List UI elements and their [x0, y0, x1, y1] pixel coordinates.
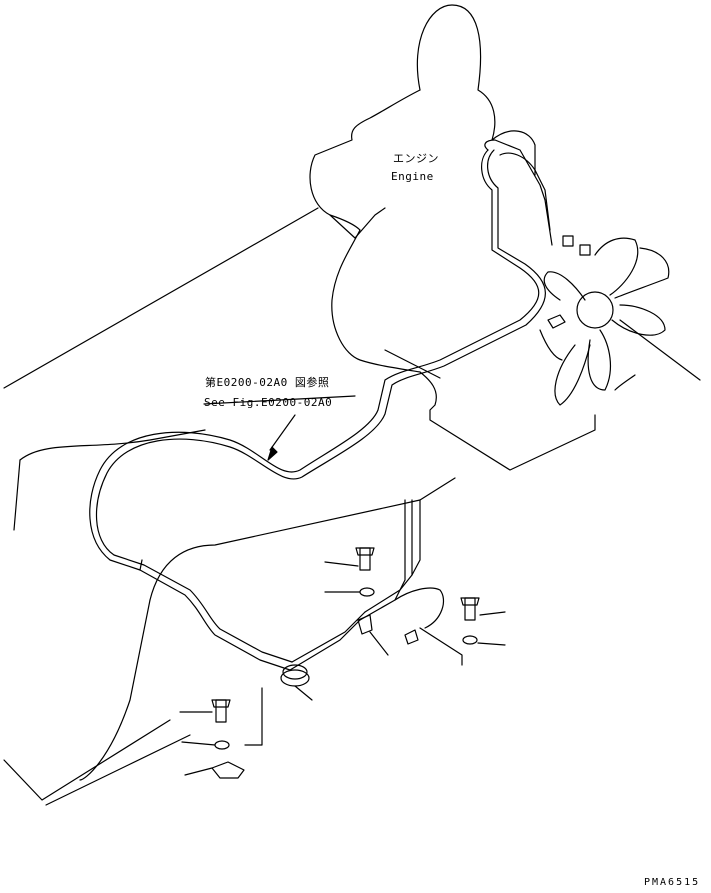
pipe	[89, 139, 566, 671]
ref-label-en: See Fig.E0200-02A0	[204, 396, 333, 409]
drawing-code: PMA6515	[644, 877, 701, 888]
clamp-brackets	[211, 587, 463, 779]
bolts-washers	[211, 547, 480, 750]
fan	[539, 237, 701, 406]
connector-blocks	[562, 235, 591, 256]
grommet	[280, 664, 313, 701]
engine-label-jp: エンジン	[393, 152, 439, 165]
ref-arrow-head	[267, 446, 278, 461]
engine-label-en: Engine	[391, 170, 434, 183]
engine-outline	[309, 4, 596, 471]
ref-label-jp: 第E0200-02A0 図参照	[205, 376, 330, 389]
leader-lines	[179, 395, 506, 776]
frame-outline	[3, 207, 456, 806]
